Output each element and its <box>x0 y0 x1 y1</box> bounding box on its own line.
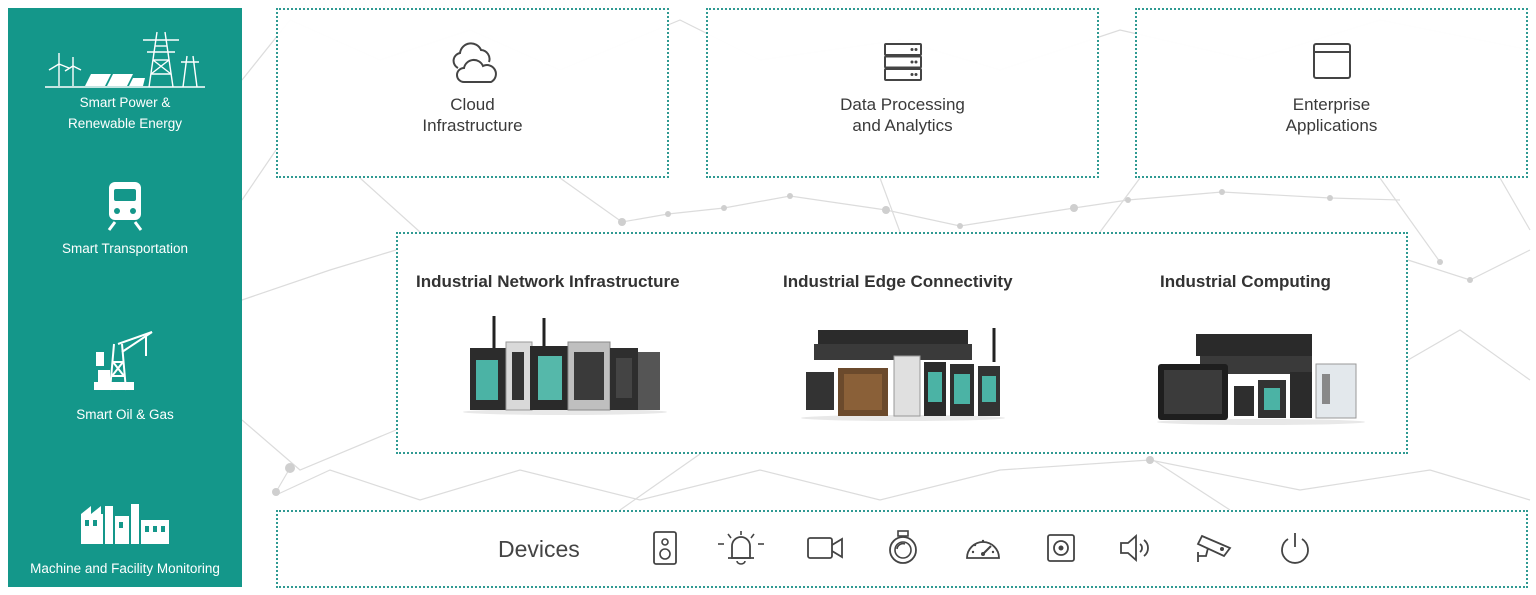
sidebar-item-smart-transportation[interactable]: Smart Transportation <box>8 180 242 259</box>
sidebar-item-label: Smart Oil & Gas <box>76 407 174 422</box>
renewable-energy-icon <box>45 31 205 88</box>
data-processing-label: Data Processing and Analytics <box>840 95 965 135</box>
sensor-icon[interactable] <box>1046 530 1076 566</box>
server-icon <box>883 43 922 81</box>
edge-connectivity-title[interactable]: Industrial Edge Connectivity <box>783 272 1013 291</box>
industrial-products-box: Industrial Network Infrastructure Indust… <box>396 232 1408 454</box>
industrial-computers-image[interactable] <box>1154 330 1368 426</box>
speaker-icon[interactable] <box>652 530 678 566</box>
data-processing-box[interactable]: Data Processing and Analytics <box>706 8 1099 178</box>
enterprise-applications-box[interactable]: Enterprise Applications <box>1135 8 1528 178</box>
cloud-infrastructure-box[interactable]: Cloud Infrastructure <box>276 8 669 178</box>
sidebar-item-machine-facility[interactable]: Machine and Facility Monitoring <box>8 500 242 579</box>
browser-window-icon <box>1312 43 1351 79</box>
enterprise-applications-label: Enterprise Applications <box>1285 95 1378 135</box>
flow-meter-icon[interactable] <box>888 530 918 566</box>
sidebar-item-label: Machine and Facility Monitoring <box>30 561 220 576</box>
devices-title: Devices <box>498 536 580 562</box>
industry-sidebar: Smart Power & Renewable Energy Smart Tra… <box>8 8 242 587</box>
sidebar-item-label: Smart Transportation <box>61 241 189 256</box>
alarm-bell-icon[interactable] <box>716 530 766 566</box>
industrial-computing-title[interactable]: Industrial Computing <box>1160 272 1331 291</box>
sidebar-item-smart-power[interactable]: Smart Power & Renewable Energy <box>8 26 242 134</box>
cctv-camera-icon[interactable] <box>1194 530 1234 566</box>
network-infrastructure-title[interactable]: Industrial Network Infrastructure <box>416 272 680 291</box>
devices-box: Devices <box>276 510 1528 588</box>
oil-rig-icon <box>94 331 153 391</box>
power-icon[interactable] <box>1278 530 1312 566</box>
factory-icon <box>81 504 169 544</box>
cloud-infrastructure-label: Cloud Infrastructure <box>422 95 523 135</box>
sidebar-item-label: Smart Power & Renewable Energy <box>67 95 183 131</box>
train-icon <box>107 182 143 231</box>
volume-icon[interactable] <box>1118 530 1152 566</box>
sidebar-item-smart-oil-gas[interactable]: Smart Oil & Gas <box>8 330 242 425</box>
gauge-icon[interactable] <box>964 530 1002 566</box>
network-switches-image[interactable] <box>460 312 670 416</box>
cloud-icon <box>452 42 497 83</box>
video-camera-icon[interactable] <box>806 530 844 566</box>
edge-connectivity-devices-image[interactable] <box>801 328 1005 421</box>
